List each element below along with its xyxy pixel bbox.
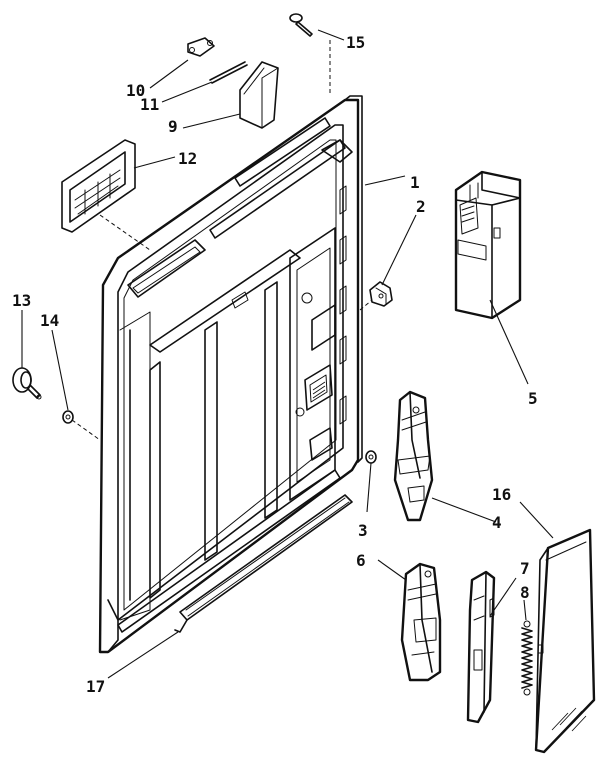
hinge-rod-11 bbox=[209, 61, 248, 84]
callout-6: 6 bbox=[356, 551, 366, 570]
nut-3 bbox=[365, 450, 377, 464]
callout-12: 12 bbox=[178, 149, 197, 168]
callout-10: 10 bbox=[126, 81, 145, 100]
inner-door-panel bbox=[98, 95, 363, 654]
callout-13: 13 bbox=[12, 291, 31, 310]
side-panel-16 bbox=[534, 528, 596, 754]
callout-14: 14 bbox=[40, 311, 59, 330]
leader-dash-12 bbox=[99, 214, 151, 251]
callout-4: 4 bbox=[492, 513, 502, 532]
callout-8: 8 bbox=[520, 583, 530, 602]
bottom-vent-strip bbox=[174, 494, 353, 633]
spring-8 bbox=[521, 620, 533, 696]
callout-5: 5 bbox=[528, 389, 538, 408]
leader-lines bbox=[21, 29, 554, 679]
callout-3: 3 bbox=[358, 521, 368, 540]
leader-dash-2 bbox=[359, 299, 373, 311]
hinge-clip-10 bbox=[187, 37, 215, 57]
latch-assembly-4 bbox=[393, 390, 434, 522]
callout-7: 7 bbox=[520, 559, 530, 578]
callout-11: 11 bbox=[140, 95, 159, 114]
handle-bracket-12 bbox=[61, 139, 136, 233]
latch-bracket-6 bbox=[400, 562, 442, 682]
leader-dash-13 bbox=[71, 419, 101, 441]
hinge-cover-9 bbox=[239, 61, 279, 129]
callout-labels: 1 2 3 4 5 6 7 8 9 10 11 12 13 14 15 16 1… bbox=[12, 33, 538, 696]
callout-2: 2 bbox=[416, 197, 426, 216]
callout-16: 16 bbox=[492, 485, 511, 504]
dispenser-module-5 bbox=[454, 170, 522, 320]
small-bracket-2 bbox=[369, 281, 393, 307]
latch-slide-7 bbox=[466, 570, 496, 724]
callout-15: 15 bbox=[346, 33, 365, 52]
knob-13 bbox=[12, 367, 42, 400]
callout-9: 9 bbox=[168, 117, 178, 136]
washer-14 bbox=[62, 410, 74, 424]
callout-17: 17 bbox=[86, 677, 105, 696]
screw-15 bbox=[289, 13, 313, 37]
callout-1: 1 bbox=[410, 173, 420, 192]
